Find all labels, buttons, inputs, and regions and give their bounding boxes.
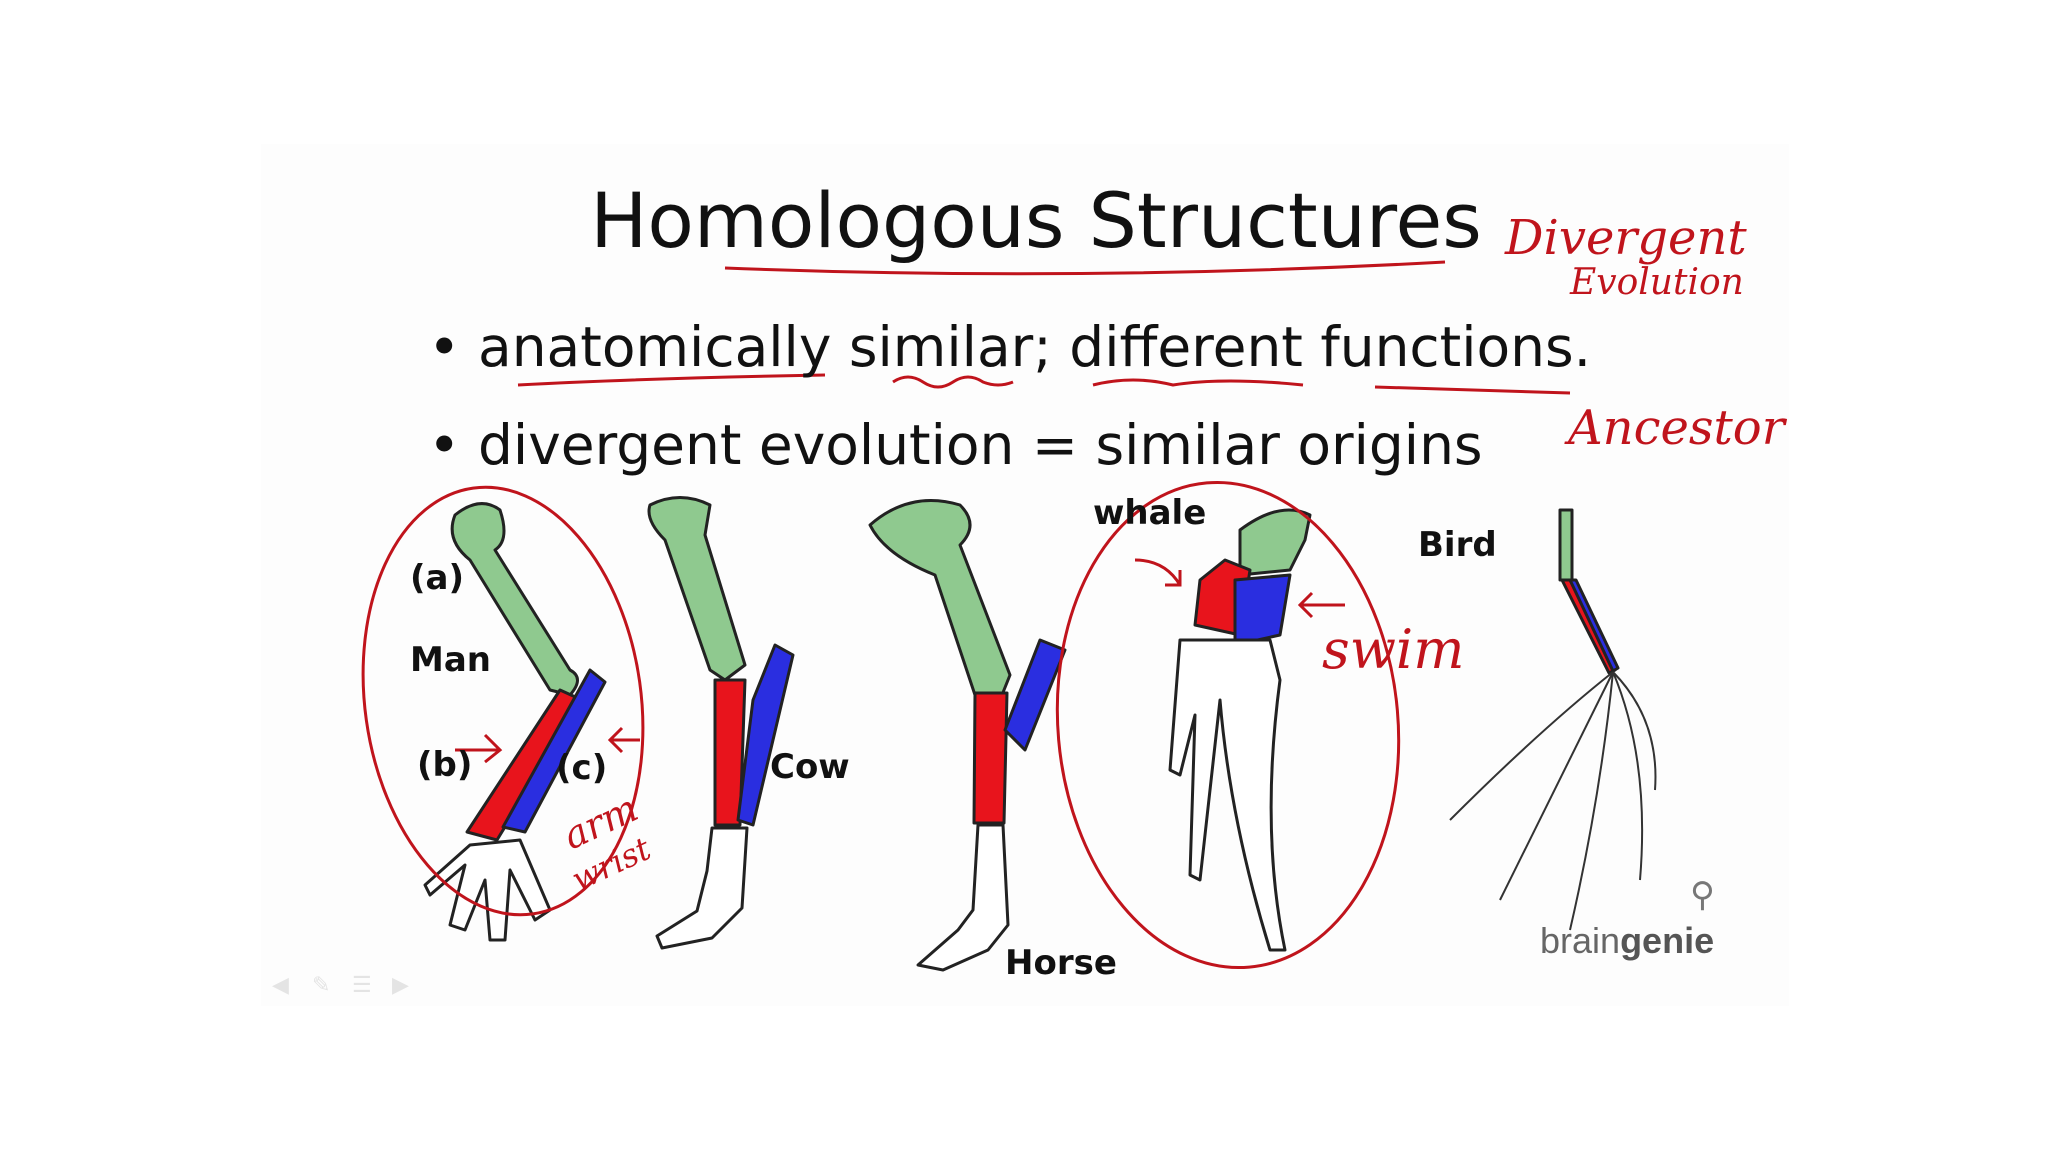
bird-feathers <box>1449 671 1657 931</box>
bird-humerus <box>1558 508 1574 582</box>
label-man: Man <box>410 640 491 680</box>
bird-ulna <box>1568 578 1620 673</box>
pen-icon[interactable]: ✎ <box>312 972 331 997</box>
underline-different <box>1092 378 1304 387</box>
man-ulna <box>501 668 607 834</box>
back-icon[interactable]: ◀ <box>272 972 289 997</box>
slide-title: Homologous Structures <box>590 176 1482 265</box>
horse-humerus <box>868 499 1012 702</box>
label-cow: Cow <box>770 747 850 787</box>
label-a: (a) <box>410 558 465 598</box>
cow-humerus <box>647 496 747 682</box>
cow-foot <box>655 826 749 950</box>
arrow-b <box>455 733 503 764</box>
underline-anatomically <box>517 373 826 387</box>
bullet-text: divergent evolution = similar origins <box>478 413 1483 477</box>
lightbulb-head-icon: ⚲ <box>1690 876 1715 914</box>
whale-circle <box>1055 480 1401 970</box>
bullet-1: •anatomically similar; different functio… <box>428 315 1592 379</box>
man-hand <box>423 838 552 942</box>
annotation-ink <box>361 260 1571 970</box>
label-whale: whale <box>1093 493 1207 533</box>
annotation-evolution: Evolution <box>1570 262 1744 303</box>
forward-icon[interactable]: ▶ <box>392 972 409 997</box>
label-horse: Horse <box>1005 943 1117 983</box>
label-b: (b) <box>417 745 473 785</box>
underline-functions <box>1374 385 1571 395</box>
menu-icon[interactable]: ☰ <box>352 972 372 997</box>
title-underline <box>724 260 1446 276</box>
bullet-text: anatomically similar; different function… <box>478 315 1592 379</box>
arrow-swim <box>1297 591 1345 619</box>
annotation-swim: swim <box>1322 618 1465 681</box>
horse-radius <box>972 691 1009 825</box>
annotation-divergent: Divergent <box>1505 210 1747 266</box>
horse-leg <box>916 823 1010 972</box>
label-c: (c) <box>556 748 608 788</box>
arrow-c <box>607 726 640 754</box>
man-circle <box>361 485 645 917</box>
braingenie-logo: ⚲ braingenie <box>1540 876 1715 961</box>
bullet-2: •divergent evolution = similar origins <box>428 413 1483 477</box>
arrow-whale <box>1134 558 1182 587</box>
cow-radius <box>713 678 747 827</box>
cow-ulna <box>736 643 795 827</box>
underline-similar <box>892 375 1014 389</box>
annotation-ancestor: Ancestor <box>1568 400 1785 456</box>
whale-humerus <box>1238 508 1312 577</box>
man-humerus <box>450 502 579 697</box>
label-bird: Bird <box>1418 525 1497 565</box>
horse-ulna <box>1003 638 1067 752</box>
whale-ulna <box>1233 573 1292 647</box>
whale-flipper <box>1168 638 1287 952</box>
